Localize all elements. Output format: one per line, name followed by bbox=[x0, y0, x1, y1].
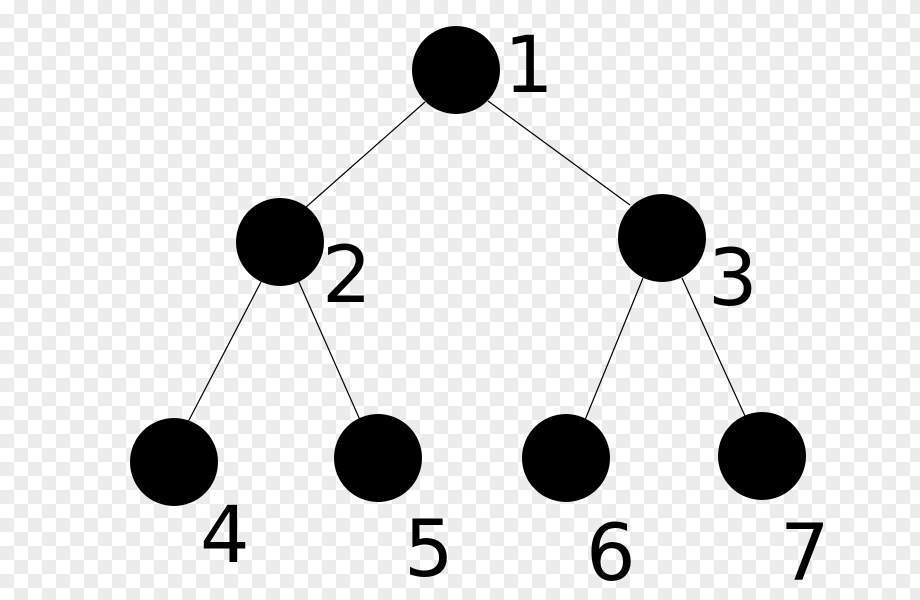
tree-node-3 bbox=[618, 194, 706, 282]
node-label-5: 5 bbox=[404, 505, 454, 595]
tree-node-5 bbox=[334, 414, 422, 502]
tree-node-4 bbox=[130, 418, 218, 506]
edge-2-5 bbox=[297, 279, 361, 421]
node-label-4: 4 bbox=[200, 491, 250, 581]
edge-3-6 bbox=[584, 277, 644, 421]
tree-node-6 bbox=[522, 414, 610, 502]
tree-node-7 bbox=[718, 412, 806, 500]
node-label-2: 2 bbox=[322, 231, 372, 321]
edge-1-3 bbox=[487, 100, 631, 206]
tree-node-2 bbox=[236, 198, 324, 286]
node-label-1: 1 bbox=[504, 21, 554, 111]
edge-1-2 bbox=[304, 101, 426, 209]
edge-3-7 bbox=[681, 277, 746, 417]
node-label-6: 6 bbox=[586, 509, 636, 599]
edge-2-4 bbox=[187, 279, 263, 423]
node-label-3: 3 bbox=[708, 234, 758, 324]
tree-node-1 bbox=[412, 26, 500, 114]
node-label-7: 7 bbox=[780, 509, 830, 599]
